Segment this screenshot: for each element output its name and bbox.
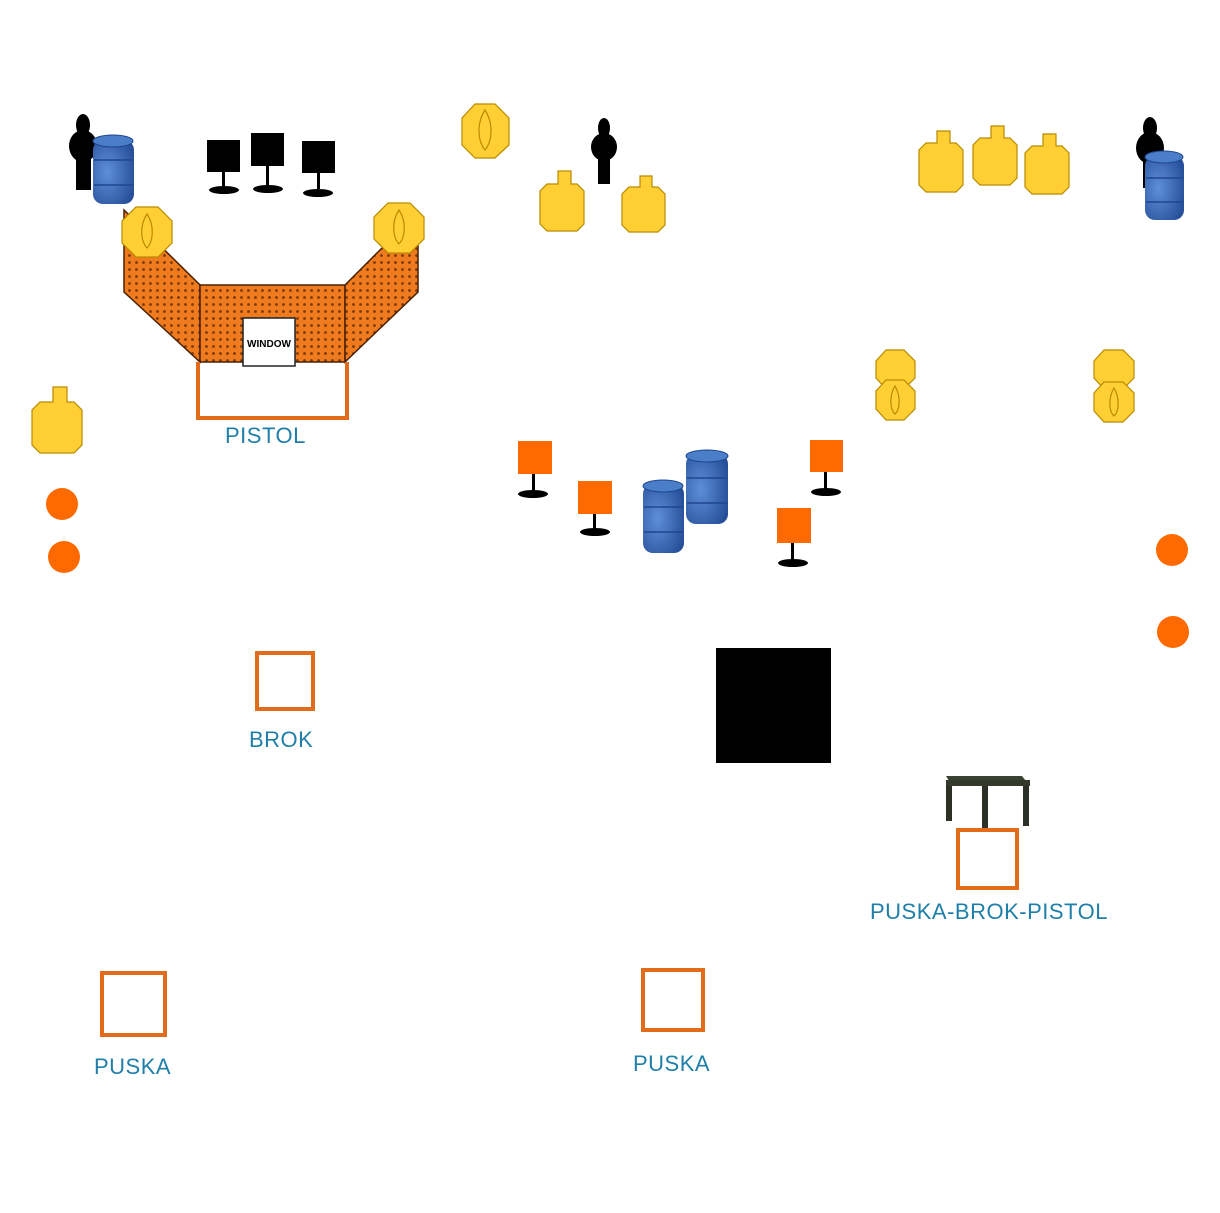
barrel: [642, 479, 684, 553]
label-puska-brok-pistol: PUSKA-BROK-PISTOL: [870, 899, 1108, 924]
black-square-obstacle: [716, 648, 831, 763]
steel-plate-orange: [777, 508, 811, 567]
steel-plate-black: [302, 141, 335, 197]
barrel: [1144, 150, 1184, 220]
cardboard-target: [918, 130, 964, 193]
steel-popper-round: [1157, 616, 1189, 648]
label-puska-center: PUSKA: [633, 1051, 711, 1076]
cardboard-target: [539, 170, 585, 232]
cardboard-target: [31, 386, 83, 454]
octagon-target: [373, 202, 425, 254]
table-icon: [946, 776, 1030, 832]
barrel: [92, 134, 134, 204]
octagon-target: [461, 103, 510, 159]
window-opening: [242, 317, 296, 367]
shooting-box-brok: [255, 651, 315, 711]
steel-popper-round: [1156, 534, 1188, 566]
label-puska-left: PUSKA: [94, 1054, 172, 1079]
steel-plate-black: [207, 140, 240, 194]
steel-plate-orange: [810, 440, 843, 496]
octagon-target-stack: [1093, 349, 1135, 423]
shooting-box-puska-brok-pistol: [956, 828, 1019, 890]
shooting-box-puska-left: [100, 971, 167, 1037]
window-label: WINDOW: [247, 339, 291, 350]
cardboard-target: [1024, 133, 1070, 195]
octagon-target: [121, 206, 173, 258]
steel-popper-round: [46, 488, 78, 520]
cardboard-target: [621, 175, 666, 233]
steel-plate-orange: [578, 481, 612, 536]
barricade-wall: WINDOW: [123, 208, 419, 420]
steel-popper-round: [48, 541, 80, 573]
pistol-box-outline: [196, 362, 349, 420]
no-shoot-silhouette: [69, 114, 97, 190]
octagon-target-stack: [875, 349, 916, 421]
label-brok: BROK: [249, 727, 314, 752]
shooting-box-puska-center: [641, 968, 705, 1032]
cardboard-target: [972, 125, 1018, 186]
steel-plate-orange: [518, 441, 552, 498]
barrel: [685, 449, 729, 524]
label-pistol: PISTOL: [225, 423, 306, 448]
no-shoot-silhouette: [591, 118, 617, 184]
steel-plate-black: [251, 133, 284, 193]
